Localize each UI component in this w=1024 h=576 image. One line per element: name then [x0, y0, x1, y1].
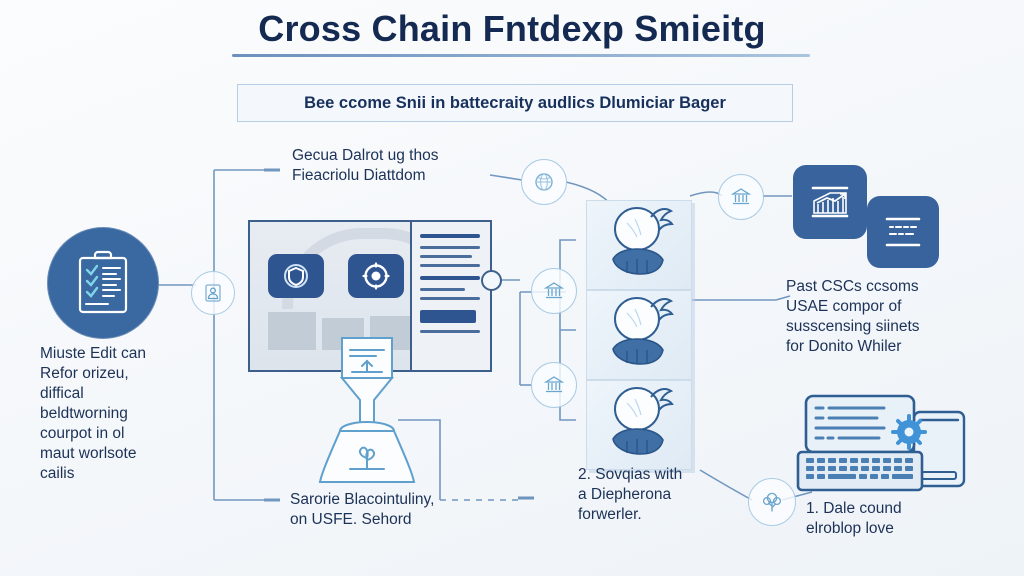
sidebar-chip[interactable] [420, 310, 476, 323]
node-mid-bank-upper[interactable] [531, 268, 577, 314]
node-left-person[interactable] [191, 271, 235, 315]
node-mid-bank-lower[interactable] [531, 362, 577, 408]
bank-node-icon [543, 282, 565, 299]
sidebar-line-6 [420, 288, 465, 291]
sidebar-line-1 [420, 234, 480, 238]
avatar-figure-icon [612, 207, 674, 275]
sidebar-line-3 [420, 255, 472, 258]
annotation-top-center: Gecua Dalrot ug thos Fieacriolu Diattdom [292, 147, 439, 184]
annotation-bottom-right: 1. Dale cound elroblop love [806, 500, 902, 537]
subtitle-banner: Bee ccome Snii in battecraity audlics Dl… [237, 84, 793, 122]
sidebar-line-2 [420, 246, 480, 249]
sidebar-line-4 [420, 264, 480, 267]
annotation-bottom-left: Sarorie Blacointuliny, on USFE. Sehord [290, 491, 435, 528]
annotation-left-body: Miuste Edit can Refor orizeu, diffical b… [40, 345, 146, 482]
stack-card-1[interactable] [586, 200, 692, 290]
dashboard-sidebar [410, 222, 490, 370]
bank-node-icon [730, 188, 752, 205]
tree-icon [762, 492, 782, 512]
shield-target-icon [284, 264, 308, 288]
funnel-flask-group [318, 337, 416, 483]
funnel-icon [339, 377, 395, 425]
node-bottom-tree[interactable] [748, 478, 796, 526]
device-group[interactable] [796, 392, 972, 496]
sidebar-line-7 [420, 297, 480, 300]
bank-node-icon [543, 376, 565, 393]
document-text-icon [885, 217, 921, 247]
bank-chart-icon [811, 186, 849, 218]
shield-tile[interactable] [268, 254, 324, 298]
sidebar-line-8 [420, 330, 480, 333]
stack-card-2[interactable] [586, 290, 692, 380]
avatar-figure-icon [612, 297, 674, 365]
title-underline [232, 54, 810, 57]
annotation-center-bottom: 2. Sovqias with a Diepherona forwerler. [578, 466, 683, 523]
dashboard-placeholder-1 [268, 312, 316, 350]
clipboard-badge [47, 227, 159, 339]
dashboard-panel[interactable] [248, 220, 492, 372]
annotation-right-body: Past CSCs ccsoms USAE compor of susscens… [786, 278, 920, 355]
cog-icon [891, 414, 927, 450]
globe-node-icon [535, 173, 553, 191]
node-top-globe[interactable] [521, 159, 567, 205]
page-title: Cross Chain Fntdexp Smieitg [258, 8, 766, 49]
sidebar-line-5 [420, 276, 480, 280]
clipboard-checklist-icon [78, 250, 128, 314]
avatar-figure-icon [612, 387, 674, 455]
node-right-bank[interactable] [718, 174, 764, 220]
bank-chart-tile[interactable] [793, 165, 867, 239]
gear-tile[interactable] [348, 254, 404, 298]
document-text-tile[interactable] [867, 196, 939, 268]
sprout-icon [349, 446, 385, 470]
subtitle-text: Bee ccome Snii in battecraity audlics Dl… [304, 93, 726, 112]
person-node-icon [205, 284, 221, 302]
dashboard-slider-knob[interactable] [481, 270, 502, 291]
gear-ring-icon [362, 262, 390, 290]
stack-card-3[interactable] [586, 380, 692, 470]
